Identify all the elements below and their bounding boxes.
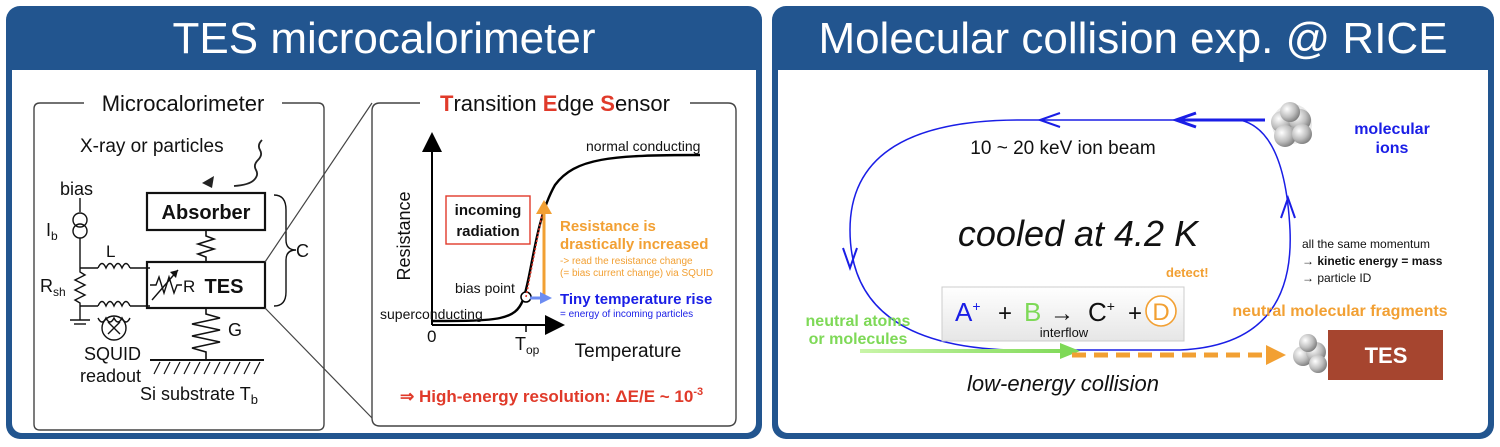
microcalorimeter-section: Microcalorimeter X-ray or particles Abso… <box>33 91 325 431</box>
read-line1: -> read the resistance change <box>560 256 693 267</box>
xray-label: X-ray or particles <box>80 136 224 157</box>
reactant-b: B <box>1024 297 1041 327</box>
readout-label: readout <box>80 366 141 386</box>
reaction-equation: A+ + B → C+ + D interflow <box>955 295 1177 340</box>
rice-ring-section: 10 ~ 20 keV ion beam molecular ions cool… <box>806 102 1448 396</box>
tes-heading: Transition Edge Sensor <box>440 91 670 116</box>
capacitance-brace <box>273 194 297 307</box>
beam-arrow-right <box>1280 194 1296 219</box>
substrate-hatch <box>153 361 261 375</box>
c-label: C <box>296 241 309 261</box>
zoom-line-top <box>264 102 373 263</box>
microcalorimeter-heading: Microcalorimeter <box>102 91 265 116</box>
beam-arrow-top-right <box>1171 111 1197 129</box>
svg-text:C+: C+ <box>1088 297 1115 327</box>
resolution-text: ⇒ High-energy resolution: ΔE/E ~ 10-3 <box>400 386 703 406</box>
tes-detector-label: TES <box>1365 343 1408 368</box>
tiny-rise-label: Tiny temperature rise <box>560 291 712 308</box>
svg-text:A+: A+ <box>955 297 981 327</box>
storage-ring <box>849 119 1291 351</box>
reaction-arrow: → <box>1050 300 1074 327</box>
reaction-box <box>941 286 1185 342</box>
absorber-box <box>145 191 267 232</box>
shunt-resistor <box>73 268 87 306</box>
xray-wave <box>233 139 263 187</box>
ion-beam-label: 10 ~ 20 keV ion beam <box>970 138 1155 159</box>
xray-arrowhead <box>202 176 214 188</box>
resistance-rise-arrow <box>536 200 552 214</box>
rsh-label: Rsh <box>40 276 66 299</box>
low-energy-label: low-energy collision <box>967 371 1159 396</box>
momentum-line2: → kinetic energy = mass <box>1302 254 1443 268</box>
y-axis-label: Resistance <box>394 191 414 280</box>
r-label: R <box>183 277 195 296</box>
detect-circle <box>1145 295 1177 327</box>
neutral-beam <box>860 349 1075 353</box>
plus-sign: + <box>1128 300 1142 327</box>
zoom-line-bottom <box>264 307 373 419</box>
plus-sign: + <box>998 300 1012 327</box>
panel-body <box>12 70 756 433</box>
tes-element-label: TES <box>205 276 244 298</box>
resistance-line1: Resistance is <box>560 218 656 235</box>
g-label: G <box>228 320 242 340</box>
molecular-ions-line1: molecular <box>1354 121 1430 138</box>
incoming-line1: incoming <box>455 202 522 219</box>
squid-icon <box>101 315 127 341</box>
tes-sensor-section: Transition Edge Sensor Resistance Temper… <box>371 91 737 427</box>
normal-conducting-label: normal conducting <box>586 138 700 154</box>
reactant-a: A <box>955 297 973 327</box>
panel-title: TES microcalorimeter <box>172 14 596 63</box>
l-label: L <box>106 242 115 261</box>
bias-point-label: bias point <box>455 280 515 296</box>
variable-resistor-icon <box>150 274 182 296</box>
current-source-icon <box>72 212 88 228</box>
transition-curve <box>431 153 701 323</box>
beam-arrow-left <box>842 247 858 272</box>
molecular-ions-line2: ions <box>1376 140 1409 157</box>
molecular-ions-icon <box>1271 102 1312 147</box>
cooled-label: cooled at 4.2 K <box>958 213 1200 254</box>
neutral-fragments-label: neutral molecular fragments <box>1232 303 1447 320</box>
detect-label: detect! <box>1166 265 1209 280</box>
superconducting-label: superconducting <box>380 306 483 322</box>
momentum-line3: → particle ID <box>1302 271 1372 285</box>
ib-label: Ib <box>46 220 58 243</box>
interflow-label: interflow <box>1040 325 1089 340</box>
incoming-radiation-box <box>445 195 531 245</box>
incoming-line2: radiation <box>456 223 519 240</box>
bias-label: bias <box>60 179 93 199</box>
top-label: Top <box>515 334 540 357</box>
origin-label: 0 <box>427 327 436 346</box>
temperature-rise-arrow <box>540 292 552 304</box>
neutral-atoms-line2: or molecules <box>809 331 908 348</box>
panel-title: Molecular collision exp. @ RICE <box>818 14 1448 63</box>
product-d: D <box>1152 299 1169 326</box>
fragment-arrowhead <box>1266 345 1286 365</box>
neutral-atoms-line1: neutral atoms <box>806 313 911 330</box>
read-line2: (= bias current change) via SQUID <box>560 268 713 279</box>
squid-label: SQUID <box>84 344 141 364</box>
inductor-l <box>97 262 131 270</box>
x-axis-label: Temperature <box>575 341 682 362</box>
fragment-cluster-icon <box>1293 334 1327 373</box>
tes-detector-box <box>1328 330 1443 380</box>
product-c: C <box>1088 297 1107 327</box>
substrate-label: Si substrate Tb <box>140 384 258 407</box>
momentum-line1: all the same momentum <box>1302 237 1430 251</box>
absorber-label: Absorber <box>162 202 251 224</box>
resistance-line2: drastically increased <box>560 236 708 253</box>
beam-arrow-top <box>1036 112 1061 128</box>
energy-note: = energy of incoming particles <box>560 309 693 320</box>
thermal-conductance <box>191 308 221 360</box>
tes-microcalorimeter-panel: TES microcalorimeter <box>6 6 762 439</box>
